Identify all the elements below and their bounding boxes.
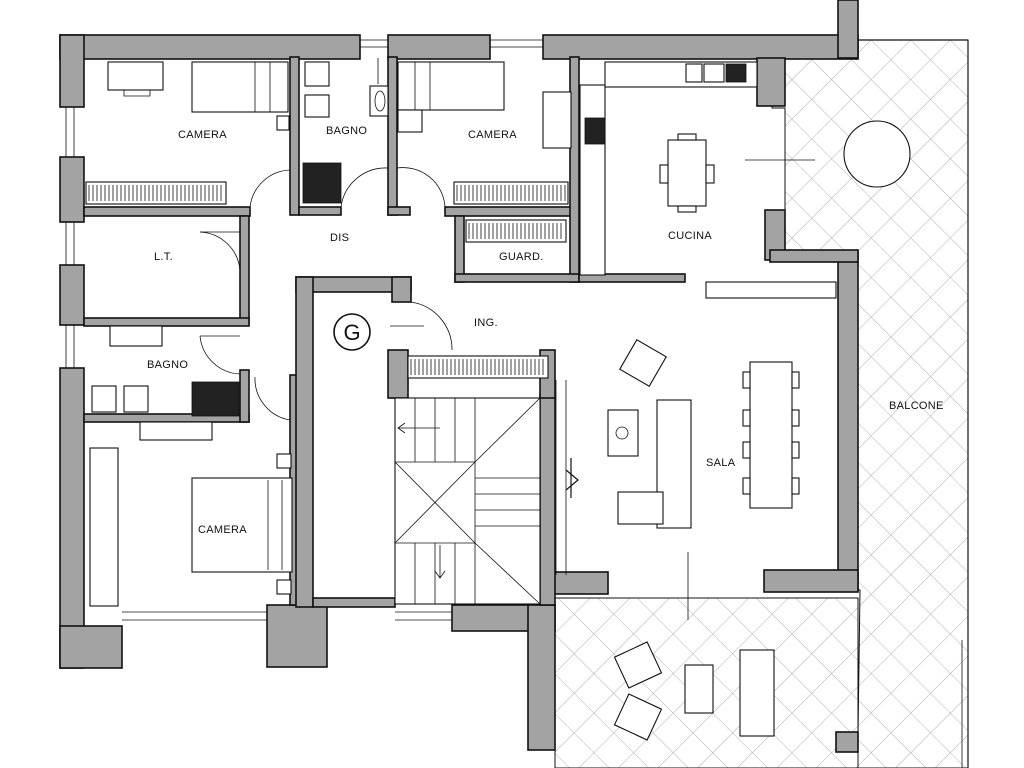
doors [199,159,815,620]
bedroom-3-furniture [89,447,293,607]
circle-g-icon: G [333,313,371,351]
label-ing: ING. [474,317,498,329]
windows [65,39,543,621]
bedroom-2-furniture [397,61,572,149]
label-cucina: CUCINA [668,230,712,242]
bathroom-2-fixtures [91,325,240,441]
living-room-furniture [607,281,837,529]
railing [858,39,969,768]
kitchen-fixtures [579,61,758,276]
label-sala: SALA [706,457,736,469]
label-dis: DIS [330,232,349,244]
label-lt: L.T. [154,251,173,263]
label-balcone: BALCONE [889,400,944,412]
label-camera-1: CAMERA [178,129,227,141]
exterior-walls [59,0,859,753]
label-guard: GUARD. [499,251,544,263]
bedroom-1-furniture [107,61,290,131]
staircase [394,397,541,605]
marker-letter: G [343,320,360,345]
room-labels: CAMERA BAGNO CAMERA CUCINA L.T. DIS GUAR… [147,125,944,536]
balcony-furniture [613,120,911,741]
bathroom-1-fixtures [302,58,389,204]
label-bagno-1: BAGNO [326,125,367,137]
label-bagno-2: BAGNO [147,359,188,371]
label-camera-2: CAMERA [468,129,517,141]
label-camera-3: CAMERA [198,524,247,536]
